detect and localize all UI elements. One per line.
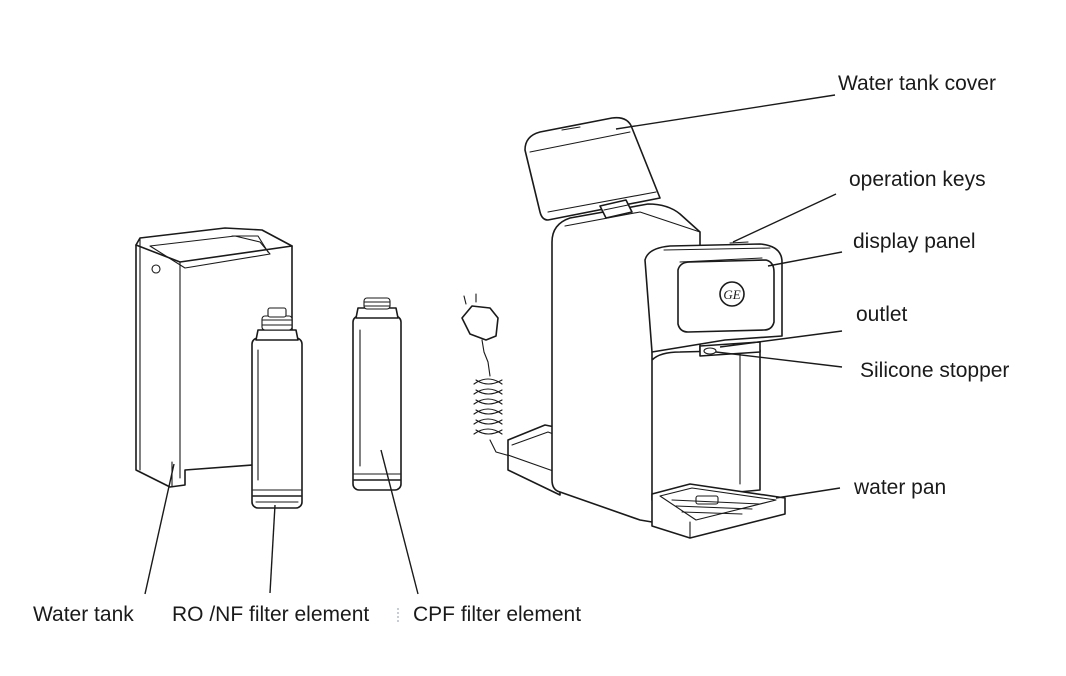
leader-outlet: [719, 330, 843, 348]
leader-water-tank: [144, 463, 175, 595]
label-display-panel: display panel: [853, 230, 976, 253]
leader-water-pan: [775, 487, 841, 499]
label-water-pan: water pan: [854, 476, 947, 499]
label-outlet: outlet: [856, 303, 908, 326]
ro-nf-filter-illustration: [251, 307, 303, 509]
leader-ro-nf-filter: [269, 504, 276, 594]
water-tank-cover-illustration: [524, 116, 661, 221]
leader-display-panel: [767, 251, 843, 267]
label-water-tank-cover: Water tank cover: [838, 72, 996, 95]
label-operation-keys: operation keys: [849, 168, 986, 191]
leader-silicone-stopper: [715, 351, 843, 368]
label-silicone-stopper: Silicone stopper: [860, 359, 1010, 382]
cpf-filter-illustration: [352, 297, 402, 491]
label-ro-nf-filter: RO /NF filter element: [172, 603, 370, 626]
leader-water-tank-cover: [615, 94, 836, 130]
label-cpf-filter: CPF filter element: [413, 603, 582, 626]
label-water-tank: Water tank: [33, 603, 134, 626]
leader-operation-keys: [732, 193, 837, 243]
purifier-body-illustration: GE: [507, 203, 786, 539]
power-cord-illustration: [461, 293, 511, 457]
ge-logo-icon: GE: [723, 287, 740, 302]
leader-cpf-filter: [380, 449, 419, 595]
